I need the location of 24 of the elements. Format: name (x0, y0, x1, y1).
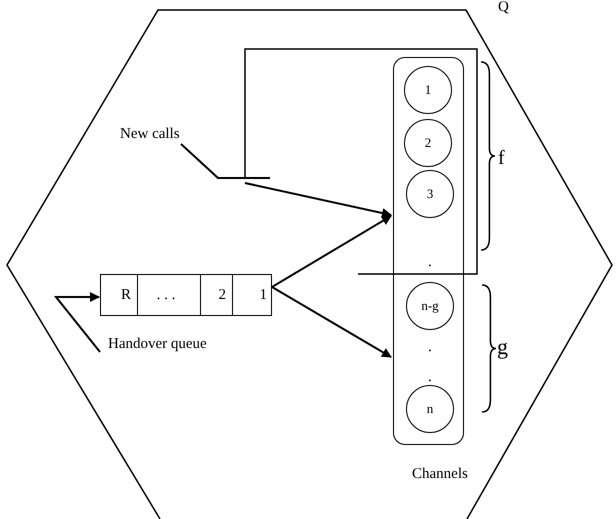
queue-slot: 1 (233, 275, 273, 315)
channel-circle: 2 (404, 119, 452, 167)
group-title: Channels (412, 467, 468, 482)
source-label: New calls (120, 127, 184, 144)
queue-slot: 2 (201, 275, 233, 315)
queue-caption: Handover queue (108, 337, 207, 352)
arrow (271, 215, 392, 288)
queue-slot: R (101, 275, 138, 315)
cell-label: Q (498, 0, 509, 15)
arrow (180, 143, 392, 218)
arrow (272, 286, 392, 358)
queue-slot: . . . (138, 275, 201, 315)
ellipsis-dot: . (428, 370, 432, 385)
group-label: g (497, 336, 508, 358)
ellipsis-dot: . (428, 255, 432, 270)
ellipsis-dot: . (428, 340, 432, 355)
arrow (54, 292, 101, 353)
channel-group-box (393, 57, 464, 445)
channel-circle: n (406, 385, 454, 433)
channel-circle: 3 (406, 170, 454, 218)
handover-queue-box (100, 274, 272, 316)
channel-circle: n-g (406, 282, 454, 330)
channel-circle: 1 (404, 66, 452, 114)
group-label: f (498, 148, 505, 168)
